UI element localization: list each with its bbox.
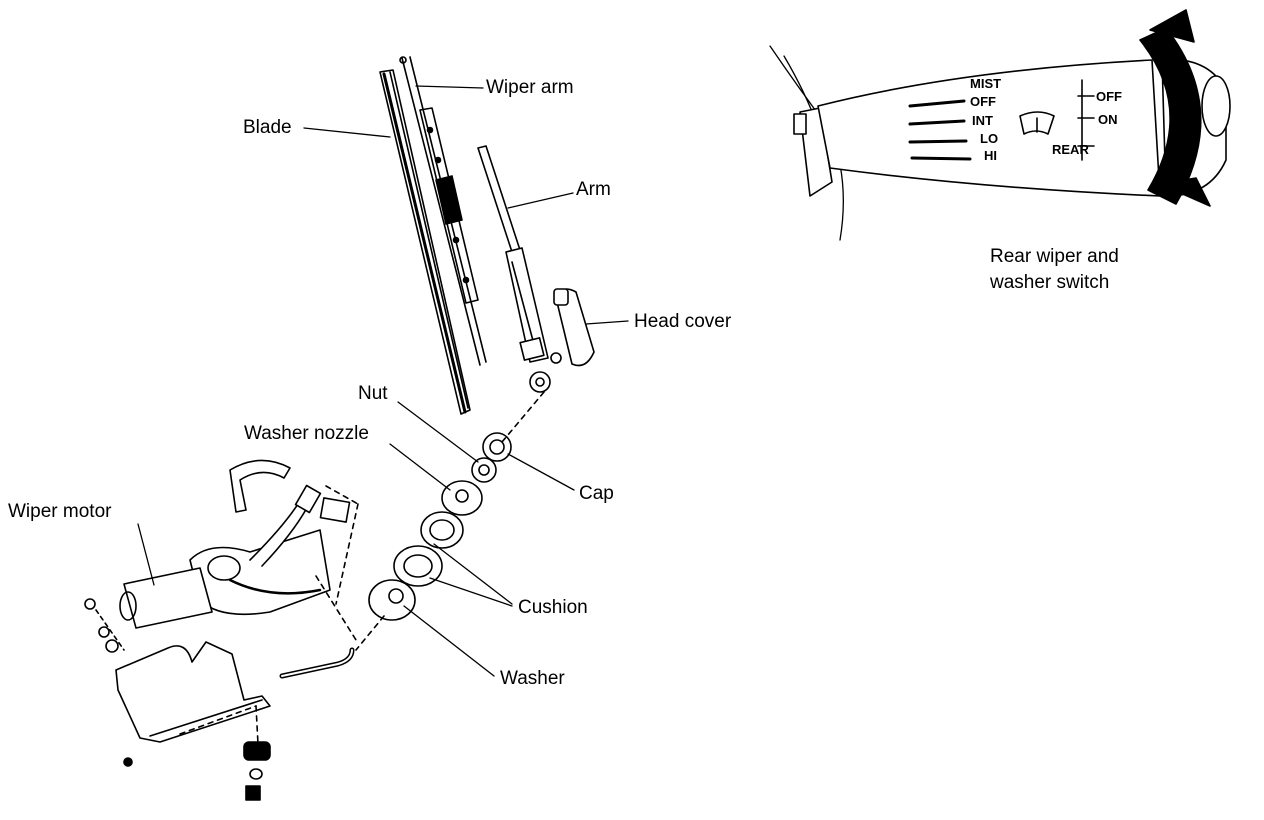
small-parts-drawing [355,391,545,651]
switch-int-text: INT [972,113,993,128]
switch-rear-off-text: OFF [1096,89,1122,104]
label-arm: Arm [576,179,611,200]
switch-mist-text: MIST [970,76,1001,91]
bracket-clip-drawing [229,459,291,513]
switch-rear-text: REAR [1052,142,1089,157]
blade-drawing [379,69,479,415]
label-head-cover: Head cover [634,311,732,332]
label-washer-nozzle: Washer nozzle [244,423,369,444]
label-nut: Nut [358,383,388,404]
head-cover-drawing [553,288,595,367]
switch-lo-text: LO [980,131,998,146]
arm-drawing [477,145,562,393]
label-cushion: Cushion [518,597,588,618]
washer-hose-drawing [279,647,355,679]
label-switch-caption: Rear wiper and washer switch [990,246,1119,293]
switch-hi-text: HI [984,148,997,163]
label-wiper-motor: Wiper motor [8,501,112,522]
switch-rear-on-text: ON [1098,112,1118,127]
leader-lines [137,85,629,677]
label-blade: Blade [243,117,292,138]
wiper-motor-drawing [119,484,359,641]
switch-drawing [769,9,1231,241]
switch-front-off-text: OFF [970,94,996,109]
mounting-plate-drawing [84,598,271,801]
label-cap: Cap [579,483,614,504]
label-washer: Washer [500,668,565,689]
label-wiper-arm: Wiper arm [486,77,574,98]
wiper-arm-drawing [399,56,487,366]
